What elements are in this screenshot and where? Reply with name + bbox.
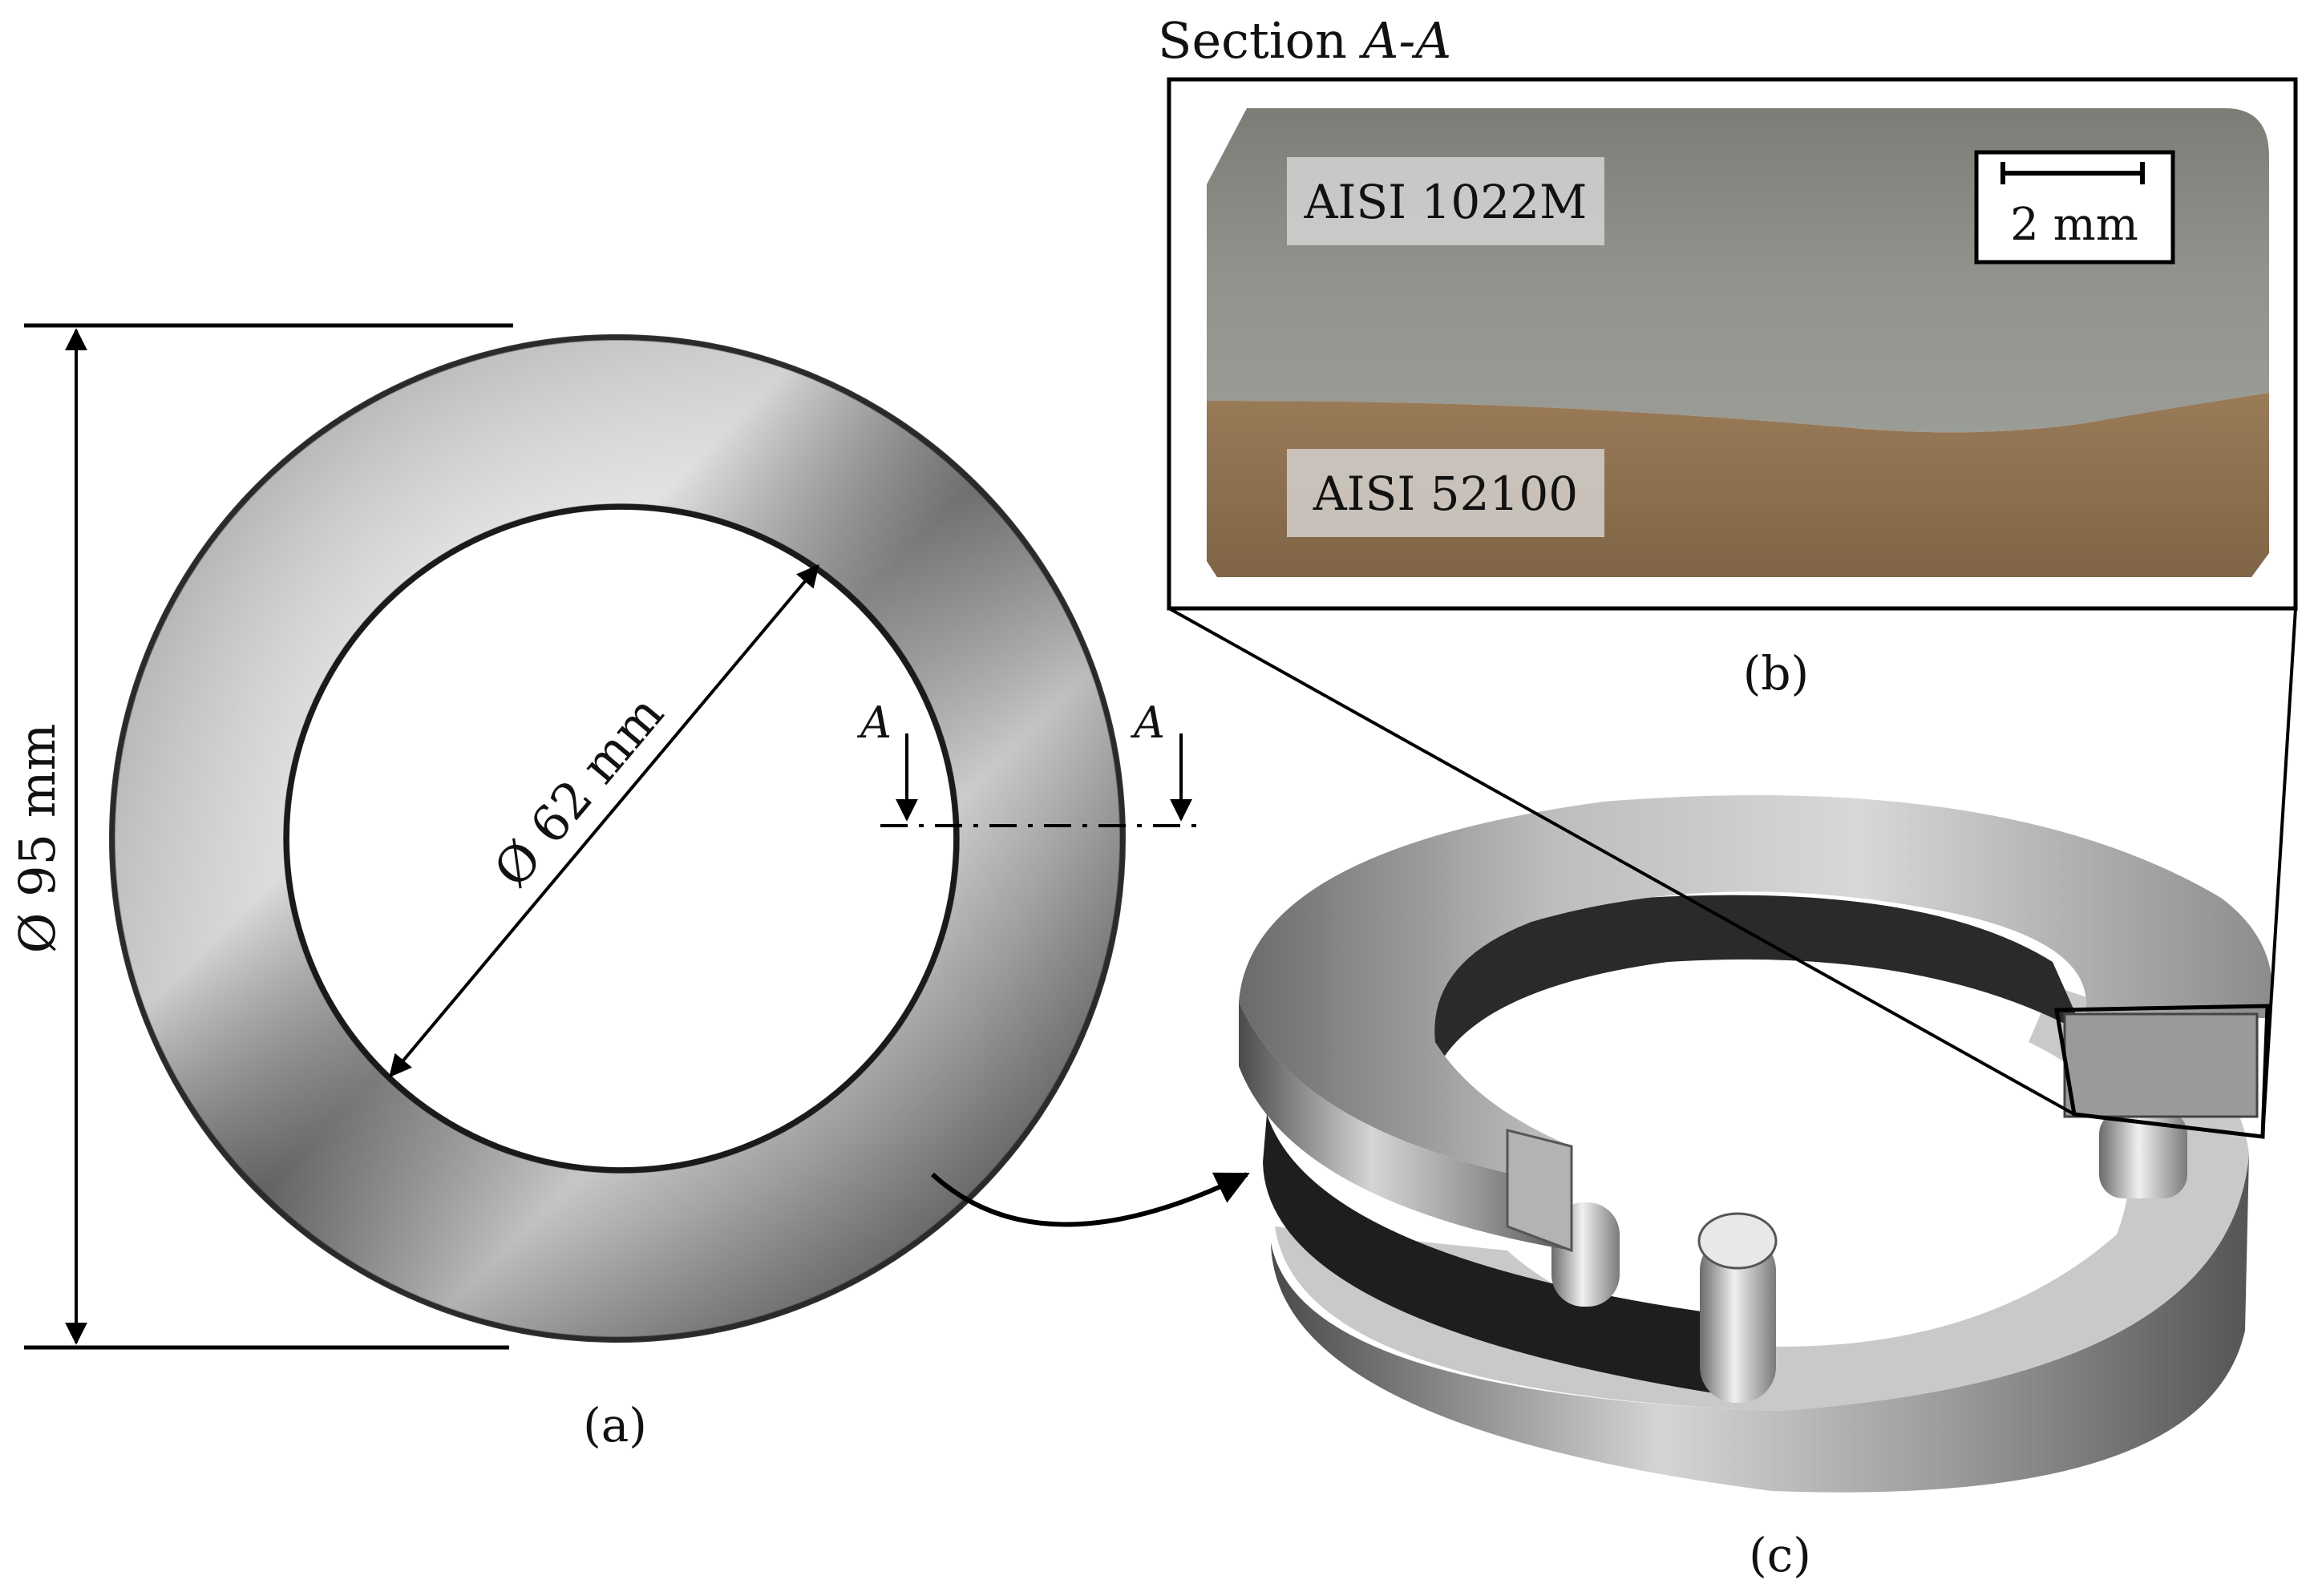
section-title-italic: A-A bbox=[1359, 11, 1452, 70]
panel-label-c: (c) bbox=[1749, 1528, 1811, 1582]
inner-diameter-label: Ø 62 mm bbox=[482, 685, 674, 899]
section-letter-left: A bbox=[856, 697, 892, 748]
section-title: Section A-A bbox=[1158, 11, 1451, 70]
outer-diameter-label: Ø 95 mm bbox=[8, 724, 67, 954]
inner-diameter-dimension: Ø 62 mm bbox=[389, 564, 819, 1078]
bearing-cut-face-right bbox=[2063, 1012, 2259, 1118]
washer-ring-sheen bbox=[112, 337, 1123, 1339]
scale-bar-label: 2 mm bbox=[2010, 199, 2138, 251]
upper-material-label-bg bbox=[1287, 157, 1604, 245]
section-cut-marker: A A bbox=[856, 697, 1197, 827]
bearing-roller-front-end bbox=[1697, 1212, 1778, 1270]
bearing-top-washer bbox=[1239, 795, 2272, 1186]
panel-label-b: (b) bbox=[1743, 646, 1809, 701]
bearing-cut-face-left bbox=[1506, 1129, 1573, 1253]
upper-material-label: AISI 1022M bbox=[1304, 175, 1588, 229]
projection-line-left bbox=[1168, 607, 2075, 1116]
section-title-prefix: Section bbox=[1158, 11, 1363, 70]
bearing-assembly bbox=[1239, 795, 2272, 1493]
washer-outer-edge bbox=[110, 335, 1125, 1342]
section-letter-right: A bbox=[1130, 697, 1165, 748]
scale-bar: 2 mm bbox=[1974, 150, 2175, 265]
bearing-top-washer-side bbox=[1239, 1002, 1572, 1251]
bearing-roller-right bbox=[2099, 1110, 2187, 1198]
bearing-cage-inner bbox=[1411, 895, 2085, 1058]
washer-inner-edge bbox=[283, 503, 960, 1174]
bearing-cage bbox=[1263, 1114, 1724, 1395]
bearing-bottom-washer bbox=[1271, 1154, 2249, 1493]
projection-line-right bbox=[2261, 608, 2297, 1137]
outer-diameter-dimension: Ø 95 mm bbox=[8, 323, 513, 1350]
inner-dim-line bbox=[389, 564, 819, 1078]
bearing-roller-front bbox=[1700, 1234, 1776, 1403]
section-callout bbox=[1168, 607, 2297, 1139]
lower-material-label-bg bbox=[1287, 449, 1604, 537]
lower-material-label: AISI 52100 bbox=[1313, 467, 1578, 521]
washer-to-bearing-arrow bbox=[930, 1172, 1250, 1227]
panel-label-a: (a) bbox=[583, 1398, 647, 1453]
panel-a-washer bbox=[109, 334, 1127, 1343]
